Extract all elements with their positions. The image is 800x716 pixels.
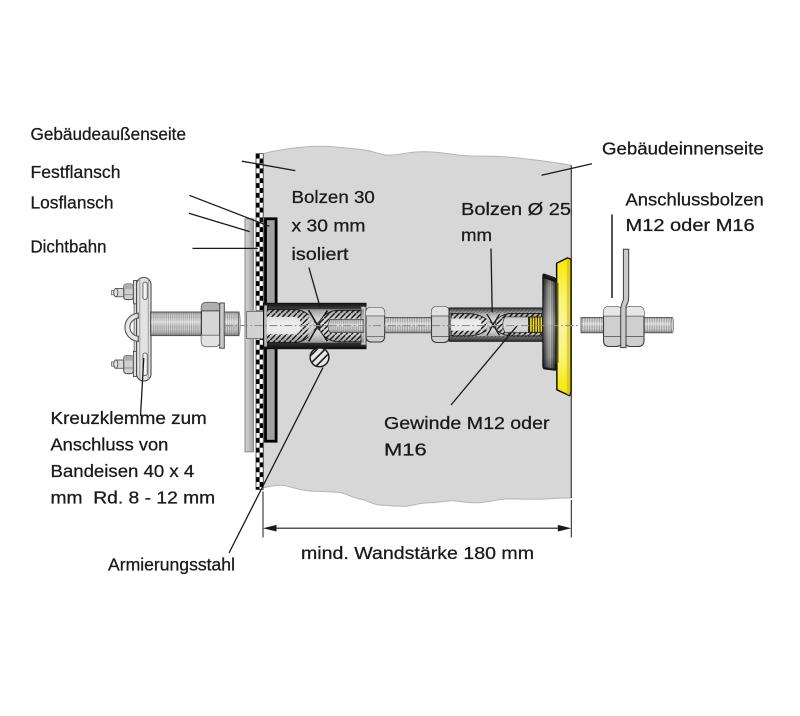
svg-text:mind. Wandstärke 180 mm: mind. Wandstärke 180 mm [301, 543, 534, 563]
svg-text:Gebäudeinnenseite: Gebäudeinnenseite [602, 139, 764, 159]
svg-text:Anschlussbolzen: Anschlussbolzen [626, 190, 764, 210]
svg-text:Losflansch: Losflansch [31, 193, 114, 213]
svg-text:Gewinde M12 oder: Gewinde M12 oder [384, 413, 550, 433]
svg-text:Dichtbahn: Dichtbahn [31, 237, 107, 257]
svg-text:mm: mm [461, 225, 492, 245]
svg-text:Kreuzklemme zum: Kreuzklemme zum [51, 408, 207, 428]
svg-text:Armierungsstahl: Armierungsstahl [108, 555, 235, 575]
svg-text:Festflansch: Festflansch [31, 162, 121, 182]
svg-text:Bolzen 30: Bolzen 30 [292, 187, 376, 207]
svg-text:M12 oder M16: M12 oder M16 [626, 215, 755, 235]
svg-text:x 30 mm: x 30 mm [292, 216, 366, 236]
svg-text:isoliert: isoliert [292, 244, 349, 264]
svg-text:Bolzen Ø 25: Bolzen Ø 25 [461, 199, 571, 219]
svg-text:mm Rd. 8 - 12 mm: mm Rd. 8 - 12 mm [51, 488, 216, 508]
svg-text:Gebäudeaußenseite: Gebäudeaußenseite [31, 124, 187, 144]
svg-text:M16: M16 [384, 440, 427, 460]
svg-text:Bandeisen 40 x 4: Bandeisen 40 x 4 [51, 461, 195, 481]
svg-text:Anschluss von: Anschluss von [51, 435, 169, 455]
